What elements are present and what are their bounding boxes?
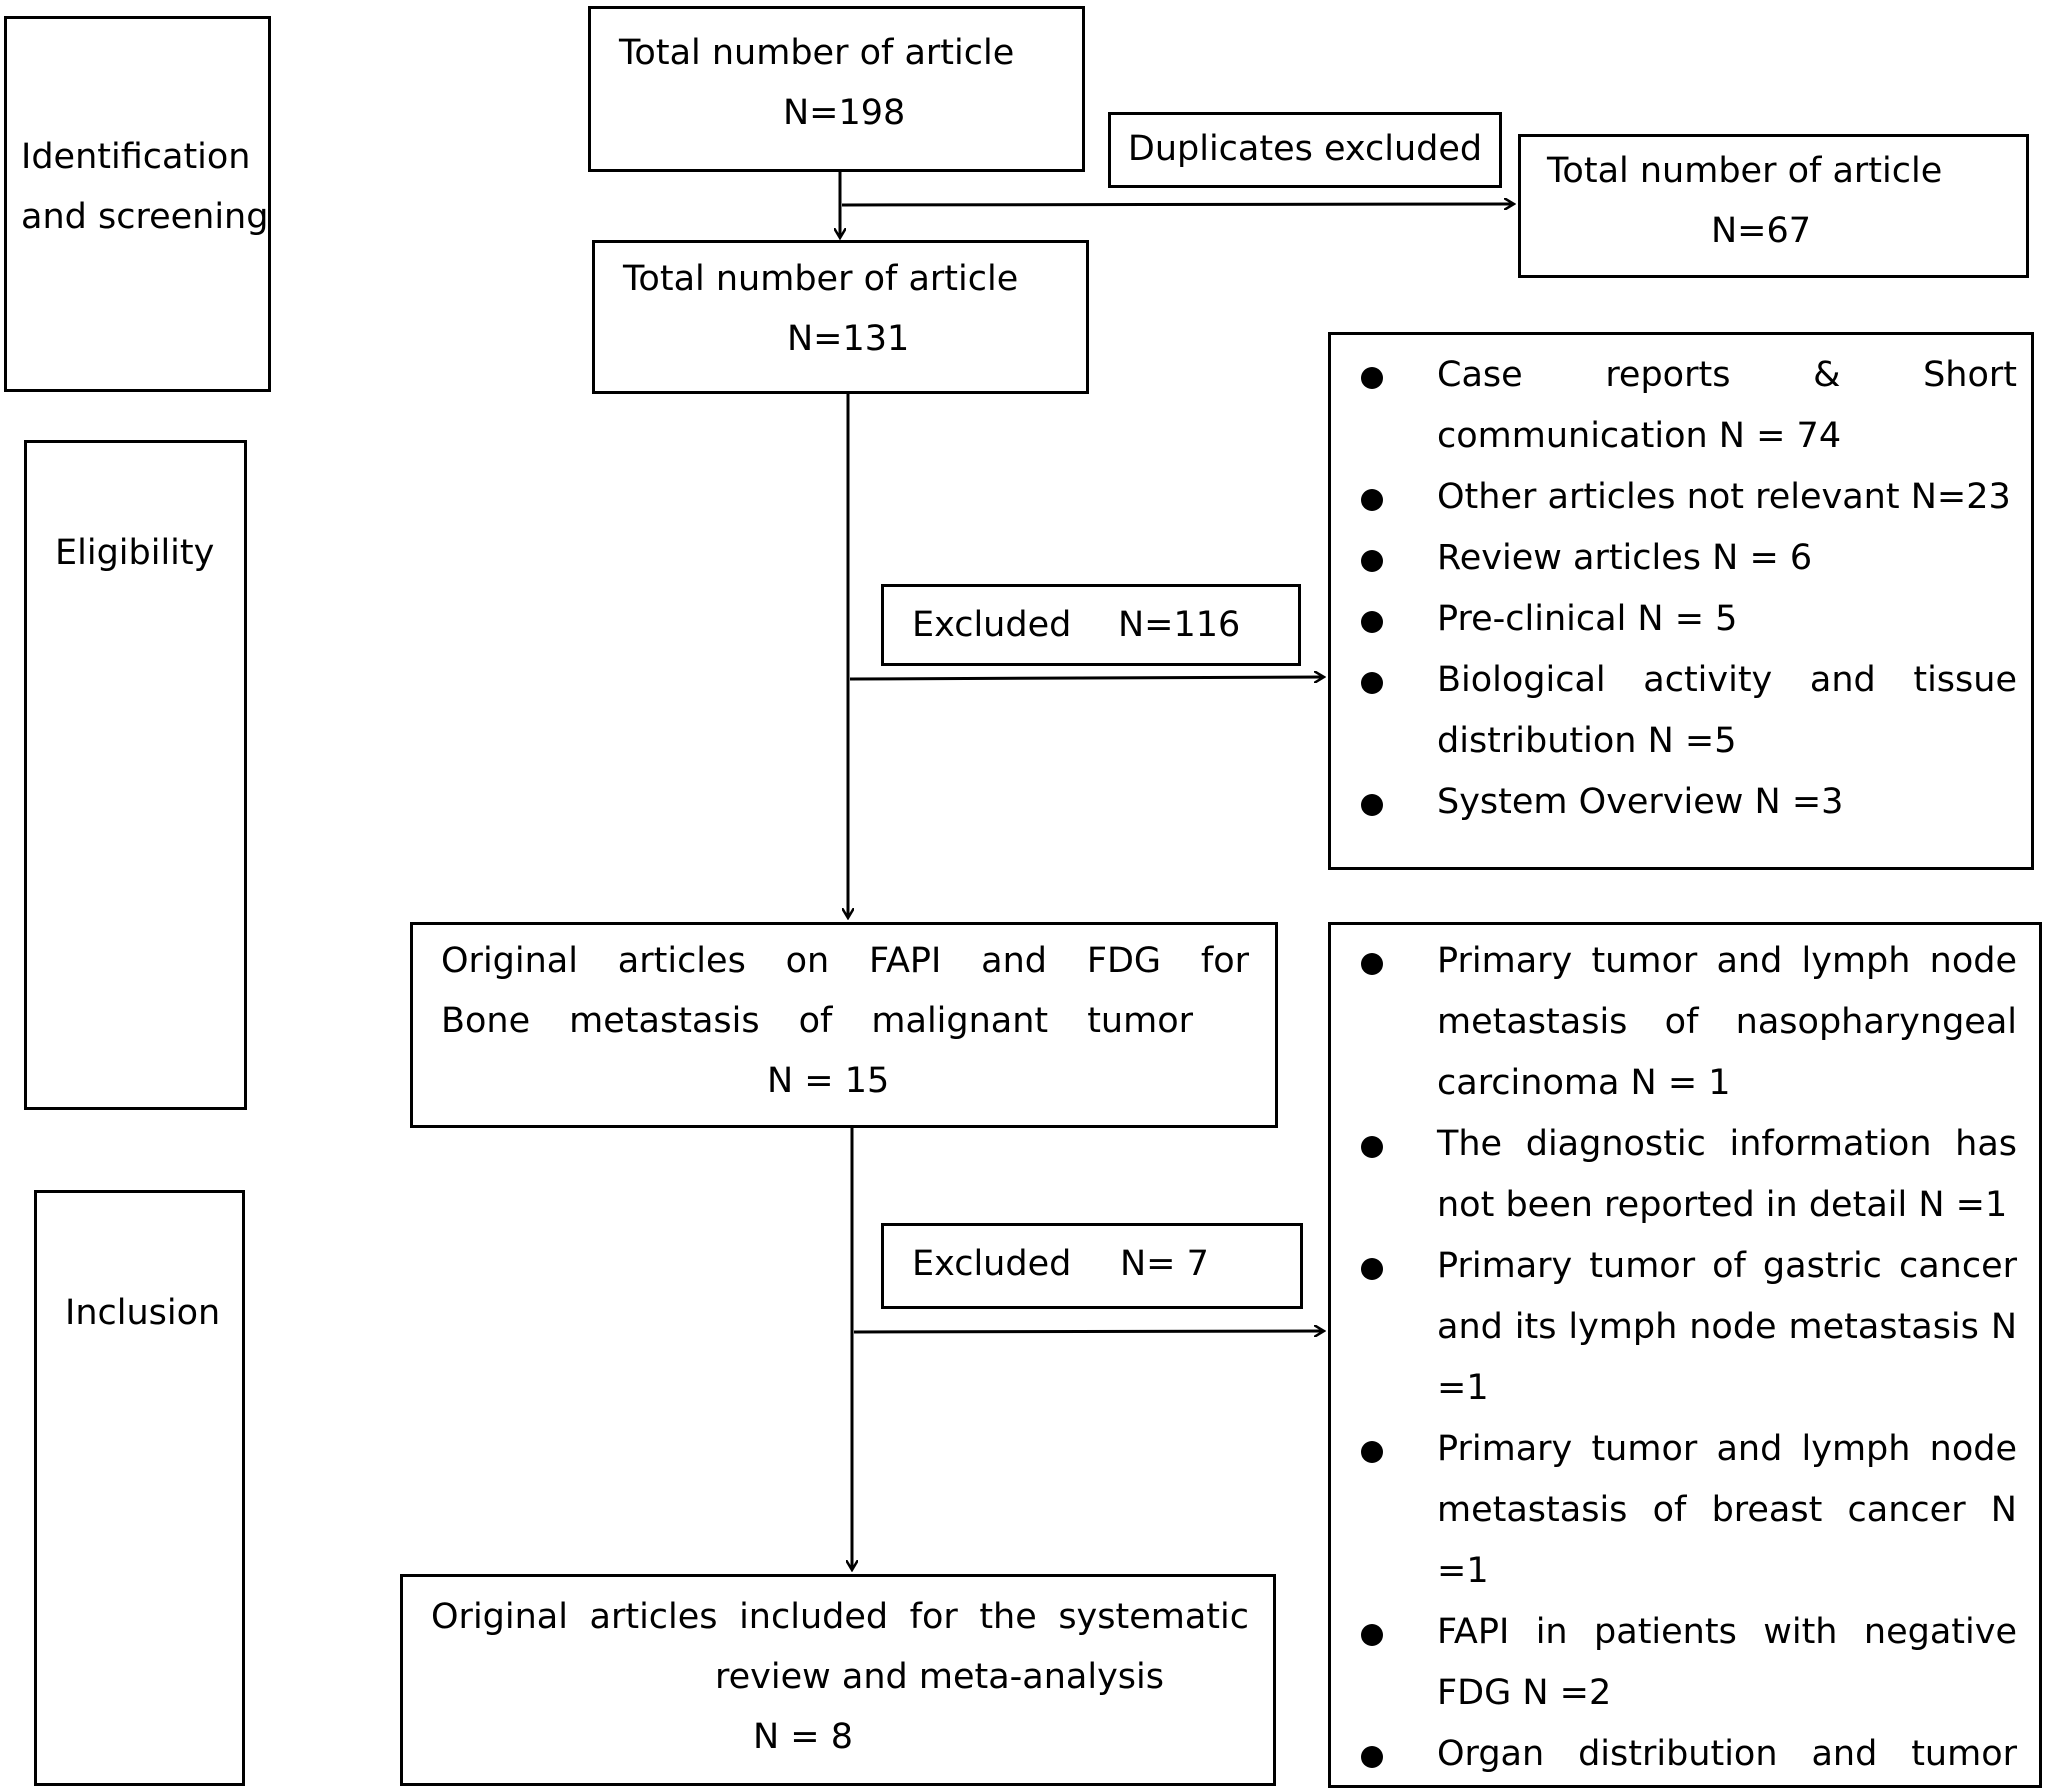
included-8-box: Original articles included for the syste… (400, 1574, 1276, 1786)
bullet-icon (1361, 672, 1383, 694)
bullet-icon (1361, 1746, 1383, 1768)
exclusion-list-1-box: Case reports & Short communication N = 7… (1328, 332, 2034, 870)
excluded-116-label: Excluded (912, 605, 1072, 645)
list-item-text: Primary tumor and lymph node metastasis … (1437, 941, 2017, 1103)
duplicates-box: Duplicates excluded (1108, 112, 1502, 188)
stage-eligibility-box: Eligibility (24, 440, 247, 1110)
total-67-box: Total number of article N=67 (1518, 134, 2029, 278)
arrow-to-list-2 (853, 1331, 1324, 1332)
bullet-icon (1361, 1258, 1383, 1280)
stage-inclusion-box: Inclusion (34, 1190, 245, 1786)
list-item-text: Primary tumor and lymph node metastasis … (1437, 1429, 2017, 1591)
list-item: Primary tumor and lymph node metastasis … (1361, 1419, 2017, 1602)
stage-identification-box: Identification and screening (4, 16, 271, 392)
total-198-box: Total number of article N=198 (588, 6, 1085, 172)
list-item-text: Case reports & Short communication N = 7… (1437, 355, 2017, 456)
total-198-n: N=198 (783, 93, 906, 133)
included-8-line1: Original articles included for the syste… (431, 1597, 1249, 1637)
original-15-line1: Original articles on FAPI and FDG for (441, 941, 1249, 981)
list-item: Primary tumor and lymph node metastasis … (1361, 931, 2017, 1114)
bullet-icon (1361, 550, 1383, 572)
original-15-line2: Bone metastasis of malignant tumor (441, 1001, 1193, 1041)
bullet-icon (1361, 1441, 1383, 1463)
excluded-116-box: Excluded N=116 (881, 584, 1301, 666)
exclusion-list-2: Primary tumor and lymph node metastasis … (1361, 931, 2017, 1790)
excluded-116-n: N=116 (1118, 605, 1241, 645)
excluded-7-box: Excluded N= 7 (881, 1223, 1303, 1309)
total-131-label: Total number of article (623, 259, 1019, 299)
arrow-to-67 (841, 204, 1514, 205)
list-item: Pre-clinical N = 5 (1361, 589, 2017, 650)
exclusion-list-2-box: Primary tumor and lymph node metastasis … (1328, 922, 2042, 1788)
total-131-box: Total number of article N=131 (592, 240, 1089, 394)
exclusion-list-1: Case reports & Short communication N = 7… (1361, 345, 2017, 833)
excluded-7-label: Excluded (912, 1244, 1072, 1284)
stage-eligibility-label: Eligibility (55, 533, 215, 573)
original-15-box: Original articles on FAPI and FDG for Bo… (410, 922, 1278, 1128)
list-item: Organ distribution and tumor uptake N =1 (1361, 1724, 2017, 1790)
original-15-n: N = 15 (767, 1061, 890, 1101)
list-item: System Overview N =3 (1361, 772, 2017, 833)
arrow-to-list-1 (849, 677, 1324, 679)
list-item-text: Primary tumor of gastric cancer and its … (1437, 1246, 2017, 1408)
list-item-text: The diagnostic information has not been … (1437, 1124, 2017, 1225)
duplicates-label: Duplicates excluded (1127, 129, 1483, 169)
list-item: Biological activity and tissue distribut… (1361, 650, 2017, 772)
stage-identification-line2: and screening (21, 197, 269, 237)
bullet-icon (1361, 367, 1383, 389)
list-item: Case reports & Short communication N = 7… (1361, 345, 2017, 467)
total-198-label: Total number of article (619, 33, 1015, 73)
list-item-text: System Overview N =3 (1437, 782, 1844, 822)
bullet-icon (1361, 611, 1383, 633)
bullet-icon (1361, 1624, 1383, 1646)
total-67-label: Total number of article (1547, 151, 1943, 191)
bullet-icon (1361, 953, 1383, 975)
stage-identification-line1: Identification (21, 137, 251, 177)
included-8-line2: review and meta-analysis (715, 1657, 1164, 1697)
included-8-n: N = 8 (753, 1717, 854, 1757)
bullet-icon (1361, 489, 1383, 511)
list-item-text: Other articles not relevant N=23 (1437, 477, 2011, 517)
bullet-icon (1361, 794, 1383, 816)
list-item-text: Biological activity and tissue distribut… (1437, 660, 2017, 761)
bullet-icon (1361, 1136, 1383, 1158)
list-item: Primary tumor of gastric cancer and its … (1361, 1236, 2017, 1419)
excluded-7-n: N= 7 (1120, 1244, 1209, 1284)
list-item: Other articles not relevant N=23 (1361, 467, 2017, 528)
list-item: The diagnostic information has not been … (1361, 1114, 2017, 1236)
list-item: FAPI in patients with negative FDG N =2 (1361, 1602, 2017, 1724)
list-item-text: Pre-clinical N = 5 (1437, 599, 1738, 639)
list-item-text: FAPI in patients with negative FDG N =2 (1437, 1612, 2017, 1713)
list-item-text: Review articles N = 6 (1437, 538, 1813, 578)
total-131-n: N=131 (787, 319, 910, 359)
list-item: Review articles N = 6 (1361, 528, 2017, 589)
list-item-text: Organ distribution and tumor uptake N =1 (1437, 1734, 2017, 1774)
total-67-n: N=67 (1711, 211, 1812, 251)
stage-inclusion-label: Inclusion (65, 1293, 221, 1333)
